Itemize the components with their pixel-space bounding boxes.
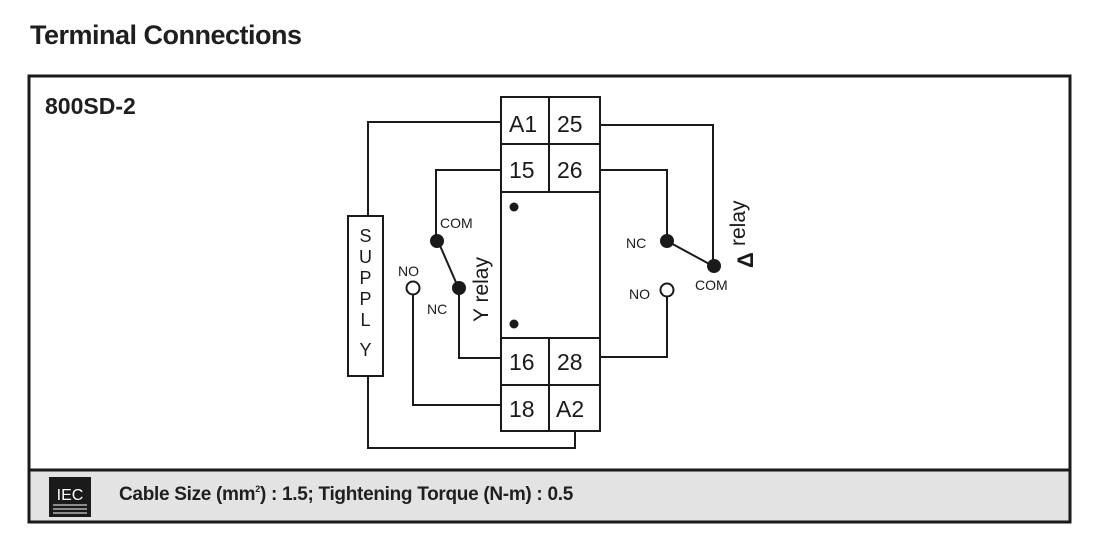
y-relay-label: Y relay: [470, 257, 493, 322]
diagram-frame: [27, 74, 1072, 524]
model-label: 800SD-2: [45, 93, 136, 119]
delta-relay-no-label: NO: [629, 286, 650, 302]
delta-relay-no-contact: [659, 282, 675, 298]
iec-logo: IEC: [49, 477, 91, 517]
supply-letter: S: [359, 226, 371, 246]
terminal-25: 25: [557, 111, 583, 137]
y-relay-no-contact: [405, 280, 421, 296]
y-relay-com-contact: [430, 234, 444, 248]
delta-relay-label: relay: [727, 200, 750, 246]
module-dot-bottom: [509, 319, 519, 329]
supply-letter: P: [359, 289, 371, 309]
y-relay-no-label: NO: [398, 263, 419, 279]
terminal-26: 26: [557, 157, 583, 183]
terminal-15: 15: [509, 157, 535, 183]
cable-size-label: Cable Size (mm: [119, 484, 256, 505]
cable-size-rest: ) : 1.5; Tightening Torque (N-m) : 0.5: [259, 484, 573, 505]
supply-letter: U: [359, 247, 372, 267]
relay-module: [500, 96, 601, 432]
delta-relay-nc-label: NC: [626, 235, 646, 251]
iec-logo-text: IEC: [57, 487, 84, 504]
terminal-28: 28: [557, 349, 583, 375]
module-dot-top: [509, 202, 519, 212]
supply-letter: L: [360, 310, 370, 330]
y-relay-com-label: COM: [440, 215, 473, 231]
delta-relay-com-contact: [707, 259, 721, 273]
page-title: Terminal Connections: [30, 20, 302, 50]
cable-size-note: Cable Size (mm2) : 1.5; Tightening Torqu…: [119, 484, 573, 506]
footer-band: [30, 470, 1069, 521]
y-relay-nc-label: NC: [427, 301, 447, 317]
delta-relay-com-label: COM: [695, 277, 728, 293]
terminal-16: 16: [509, 349, 535, 375]
delta-relay-nc-contact: [660, 234, 674, 248]
supply-letter: Y: [359, 340, 371, 360]
cable-size-sup: 2: [255, 484, 260, 494]
terminal-a1: A1: [509, 111, 537, 137]
terminal-a2: A2: [556, 396, 584, 422]
supply-box: [347, 215, 384, 377]
terminal-18: 18: [509, 396, 535, 422]
supply-letter: P: [359, 268, 371, 288]
delta-symbol: Δ: [733, 252, 758, 268]
wiring: [367, 121, 714, 449]
y-relay-nc-contact: [452, 281, 466, 295]
